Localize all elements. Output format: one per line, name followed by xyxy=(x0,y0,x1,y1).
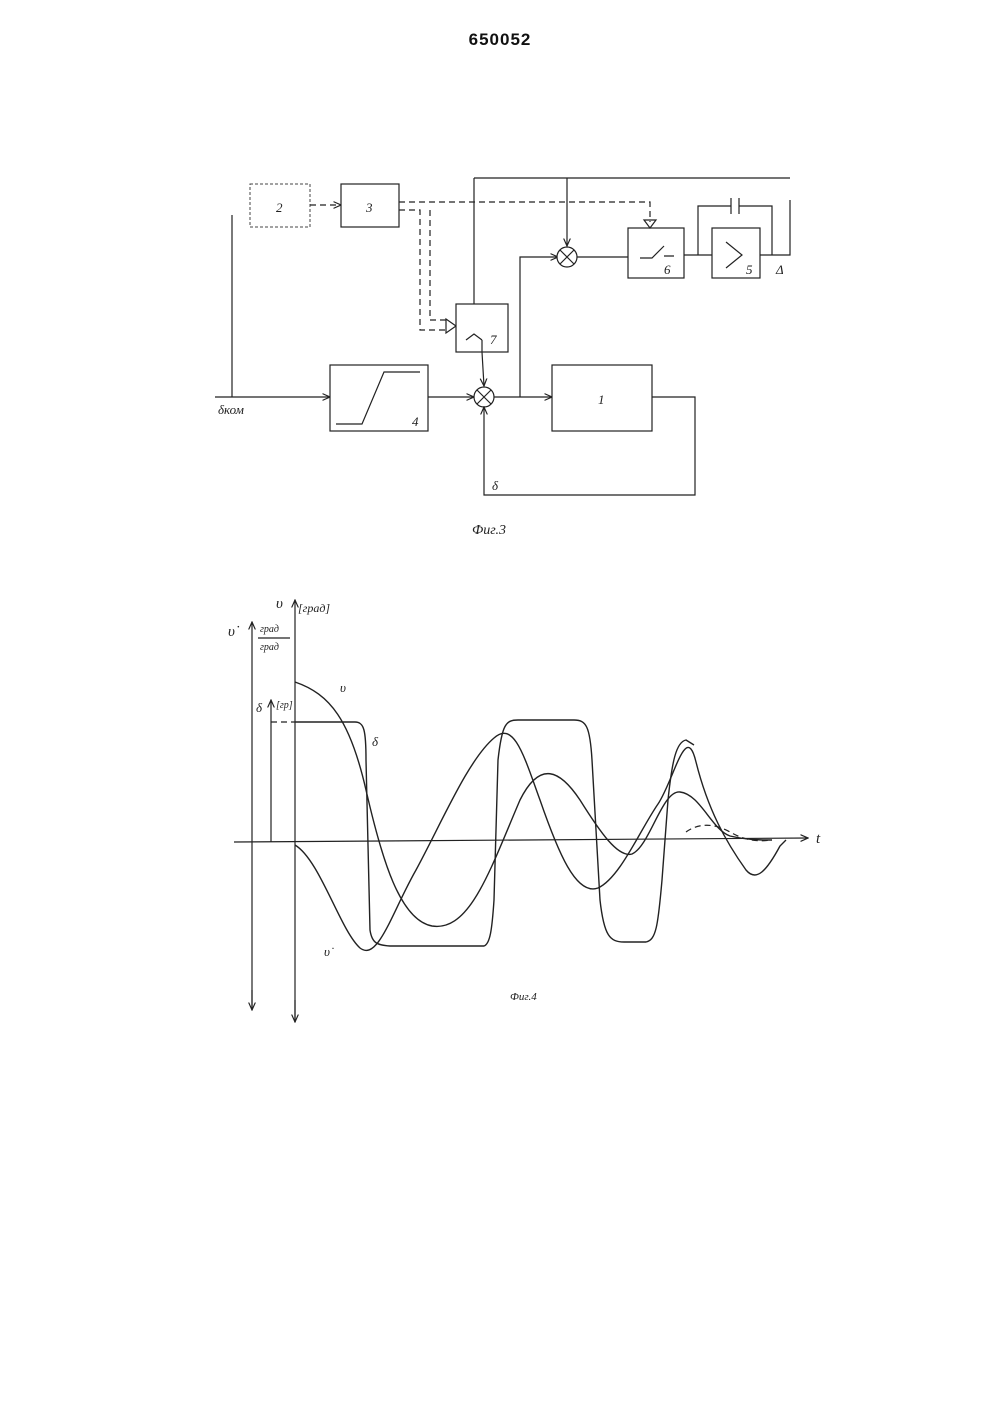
control-line-to-block7-b xyxy=(430,210,446,320)
time-response-plot: t υ [град] υ̇ град град δ [гр] δ υ xyxy=(228,596,821,1022)
control-line-to-block7-a xyxy=(399,210,446,330)
time-axis xyxy=(234,838,808,842)
main-summing-junction xyxy=(474,387,494,407)
block-5-label: 5 xyxy=(746,262,753,277)
block-6-label: 6 xyxy=(664,262,671,277)
theta-axis-unit: [град] xyxy=(298,601,330,615)
fig4-caption: Фиг.4 xyxy=(510,991,537,1003)
delta-curve-label: δ xyxy=(372,734,379,749)
output-label: Δ xyxy=(775,262,784,277)
theta-curve-label: υ xyxy=(340,680,346,695)
capacitor-symbol xyxy=(731,198,739,214)
block-6-switch xyxy=(628,228,684,278)
theta-dot-curve-label: υ̇ xyxy=(324,944,334,959)
feedback-label: δ xyxy=(492,478,499,493)
block-5-integrator xyxy=(712,228,760,278)
block-1-label: 1 xyxy=(598,392,605,407)
theta-axis-label: υ xyxy=(276,596,283,612)
delta-curve xyxy=(295,720,694,946)
time-axis-label: t xyxy=(816,831,821,847)
block-4-label: 4 xyxy=(412,414,419,429)
block-3-label: 3 xyxy=(365,200,373,215)
input-label: δком xyxy=(218,402,244,417)
secondary-summing-junction xyxy=(557,247,577,267)
delta-axis-unit: [гр] xyxy=(276,700,293,711)
fig3-caption: Фиг.3 xyxy=(472,523,506,538)
delta-axis-label: δ xyxy=(256,700,263,715)
theta-dot-unit-denominator: град xyxy=(260,642,279,653)
block-2-label: 2 xyxy=(276,200,283,215)
block-7-label: 7 xyxy=(490,332,497,347)
control-arrow-block7 xyxy=(446,319,456,333)
theta-dot-curve xyxy=(295,733,786,950)
block-diagram: δком 4 1 δ xyxy=(215,178,790,538)
control-line-to-block6 xyxy=(399,202,650,222)
theta-dot-unit-numerator: град xyxy=(260,624,279,635)
theta-dot-axis-label: υ̇ xyxy=(228,624,240,640)
block5-output-line xyxy=(760,200,790,255)
